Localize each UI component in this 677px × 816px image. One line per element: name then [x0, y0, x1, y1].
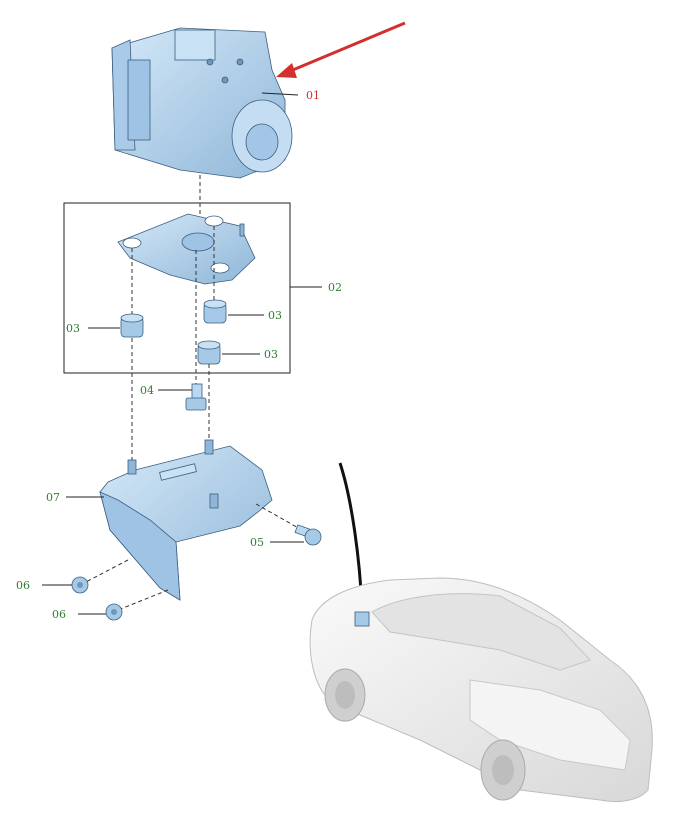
callout-07: 07: [46, 491, 60, 504]
bracket-07[interactable]: [99, 439, 273, 601]
callout-06-lower: 06: [52, 608, 66, 621]
grommet-left[interactable]: [120, 313, 144, 338]
callout-03-left: 03: [66, 322, 80, 335]
abs-module[interactable]: [111, 27, 293, 179]
nut-06-upper[interactable]: [71, 576, 89, 594]
callout-03-right-lower: 03: [264, 348, 278, 361]
bolt-04[interactable]: [185, 383, 207, 411]
callout-01: 01: [306, 89, 320, 102]
callout-02: 02: [328, 281, 342, 294]
callout-06-upper: 06: [16, 579, 30, 592]
group-02-frame: [63, 202, 291, 374]
grommet-right-lower[interactable]: [197, 340, 221, 365]
bolt-05[interactable]: [294, 524, 322, 546]
highlight-arrow: [276, 21, 406, 78]
callout-03-right-upper: 03: [268, 309, 282, 322]
nut-06-lower[interactable]: [105, 603, 123, 621]
vehicle-illustration: [309, 577, 653, 803]
callout-04: 04: [140, 384, 154, 397]
grommet-right-upper[interactable]: [203, 299, 227, 324]
mounting-plate[interactable]: [117, 213, 256, 285]
callout-05: 05: [250, 536, 264, 549]
